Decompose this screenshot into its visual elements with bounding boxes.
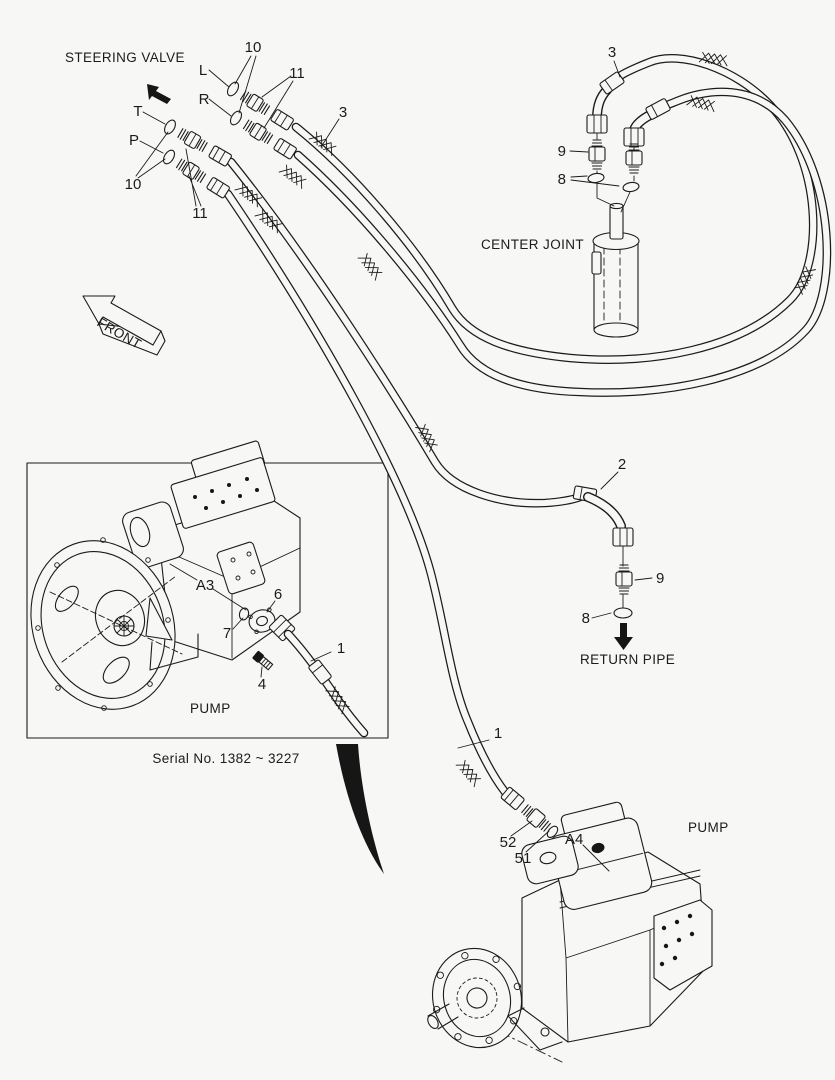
callout-9-joint: 9 (558, 143, 566, 160)
callout-P: P (129, 132, 139, 149)
hose-ferrule (500, 786, 525, 810)
hose-braid-marks (455, 758, 483, 788)
callout-4: 4 (258, 676, 266, 693)
inset-bolt-4 (252, 650, 274, 671)
o-ring-51 (546, 825, 559, 839)
adapter-9 (588, 139, 606, 170)
center-joint-drawing (591, 202, 640, 338)
center-joint-label: CENTER JOINT (481, 237, 584, 252)
inset-split-flange-6 (248, 607, 276, 635)
callout-10-top: 10 (245, 39, 262, 56)
hose-3-left-steering-line (291, 54, 818, 364)
serial-number-label: Serial No. 1382 ~ 3227 (152, 751, 299, 766)
inset-hose-assembly (238, 607, 369, 738)
callout-3-left: 3 (339, 104, 347, 121)
return-pipe-assembly (572, 485, 634, 650)
return-pipe-label: RETURN PIPE (580, 652, 675, 667)
hose-2-return-line (226, 157, 585, 508)
hose-braid-marks (357, 251, 384, 281)
diagram-labels: STEERING VALVE CENTER JOINT RETURN PIPE … (65, 50, 729, 835)
callout-10-bottom: 10 (125, 176, 142, 193)
hose-1-pump-line (223, 189, 510, 797)
hose-3-right-steering-line (293, 87, 832, 397)
callout-11-bottom: 11 (192, 205, 208, 222)
callout-1-main: 1 (494, 725, 502, 742)
callout-R: R (199, 91, 210, 108)
o-ring-8 (587, 172, 605, 184)
callout-L: L (199, 62, 207, 79)
callout-8-return: 8 (582, 610, 590, 627)
page-curl-mark (336, 744, 384, 874)
steering-valve-label: STEERING VALVE (65, 50, 185, 65)
center-joint-fittings (586, 70, 672, 213)
callout-11-top: 11 (289, 65, 305, 82)
hose-1-end-fittings (500, 786, 559, 839)
hose-braid-marks (278, 163, 309, 189)
o-ring-8 (622, 181, 640, 193)
pump-assembly-drawing (427, 801, 713, 1063)
elbow-nut (586, 114, 608, 134)
callout-A4: A4 (565, 831, 583, 848)
hose-sleeve (644, 97, 672, 121)
flange-bolt-holes (432, 952, 522, 1044)
elbow-nut (623, 127, 645, 147)
callout-1-inset: 1 (337, 640, 345, 657)
callout-2: 2 (618, 456, 626, 473)
pump-inset-label: PUMP (190, 701, 231, 716)
callout-T: T (133, 103, 142, 120)
bolt-dots (659, 913, 695, 967)
inset-o-ring-7 (238, 607, 250, 621)
inset-box (26, 440, 389, 739)
callout-A3: A3 (196, 577, 214, 594)
adapter-9 (615, 564, 633, 595)
fitting-52 (526, 808, 546, 828)
callout-8-joint: 8 (558, 171, 566, 188)
callout-3-right: 3 (608, 44, 616, 61)
callout-7: 7 (223, 625, 231, 642)
elbow-nut (612, 527, 634, 547)
steering-valve-direction-arrow-icon (147, 84, 171, 104)
flange-bolt-holes (35, 537, 171, 711)
o-ring-8 (613, 607, 633, 619)
part-number-callouts: 10 L 11 R 3 T P 10 11 3 9 8 2 9 8 A3 6 7… (125, 39, 665, 867)
callout-9-return: 9 (656, 570, 664, 587)
callout-51: 51 (515, 850, 532, 867)
front-direction-arrow-icon: FRONT (82, 295, 166, 356)
callout-leader-lines (135, 55, 653, 872)
bolt-dots (193, 477, 259, 510)
callout-6: 6 (274, 586, 282, 603)
callout-52: 52 (500, 834, 517, 851)
down-arrow (614, 623, 633, 650)
pump-main-label: PUMP (688, 820, 729, 835)
